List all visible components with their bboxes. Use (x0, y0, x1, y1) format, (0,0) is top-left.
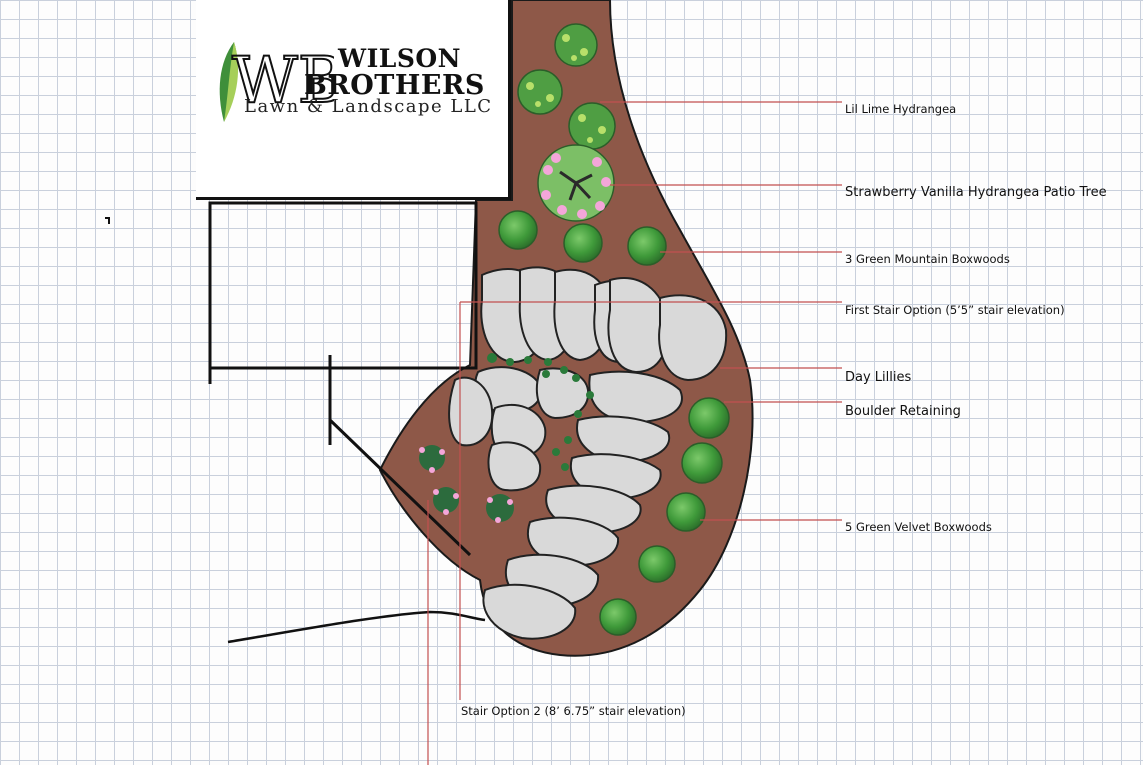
label-strawberry-vanilla: Strawberry Vanilla Hydrangea Patio Tree (845, 185, 1107, 200)
corner-mark (105, 217, 110, 224)
logo-line-2: BROTHERS (304, 70, 485, 101)
label-first-stair-option: First Stair Option (5’5” stair elevation… (845, 303, 1065, 317)
grade-line (227, 610, 486, 644)
label-day-lillies: Day Lillies (845, 370, 912, 385)
boxwood-group (498, 210, 730, 636)
day-lillies (487, 353, 594, 471)
logo-panel: WB WILSON BROTHERS Lawn & Landscape LLC (196, 0, 511, 200)
flowering-shrubs (419, 445, 514, 522)
logo-line-3: Lawn & Landscape LLC (244, 96, 493, 117)
label-green-velvet-boxwoods: 5 Green Velvet Boxwoods (845, 520, 992, 534)
house-outline (208, 201, 478, 557)
label-boulder-retaining: Boulder Retaining (845, 404, 961, 419)
svg-text:WB: WB (232, 44, 334, 118)
hydrangea-group (517, 23, 616, 150)
logo-line-1: WILSON (338, 44, 462, 73)
leader-lines (427, 101, 842, 765)
label-green-mountain-boxwoods: 3 Green Mountain Boxwoods (845, 252, 1010, 266)
label-stair-option-2: Stair Option 2 (8’ 6.75” stair elevation… (461, 704, 686, 718)
label-lil-lime-hydrangea: Lil Lime Hydrangea (845, 102, 957, 116)
wb-monogram-icon: WB (219, 42, 334, 122)
